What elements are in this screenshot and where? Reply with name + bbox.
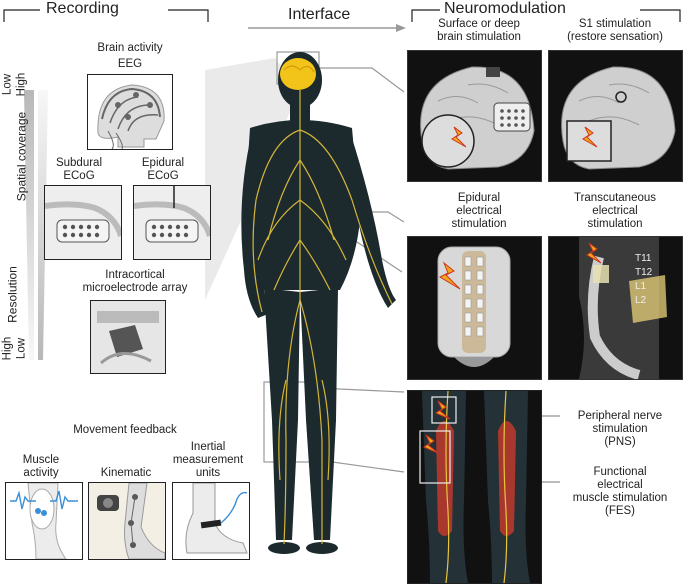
emg-leg-icon [10, 483, 78, 559]
subdural-label: Subdural [55, 157, 103, 169]
intracortical-image [90, 300, 166, 374]
muscle-activity-image [5, 482, 83, 560]
pns-label-2: stimulation [592, 423, 648, 435]
subdural-ecog-label: ECoG [63, 170, 95, 182]
inertial-image [172, 482, 250, 560]
fes-label-2: electrical [597, 479, 643, 491]
vertebra-label-t12: T12 [635, 267, 653, 278]
transcutaneous-label-2: electrical [592, 205, 638, 217]
pns-label-1: Peripheral nerve [577, 410, 663, 422]
vertebra-label-l1: L1 [635, 281, 647, 292]
epidural-ecog-image [133, 185, 211, 260]
inertial-label-1: Inertial [190, 441, 226, 453]
epidural-stim-label-2: electrical [456, 205, 502, 217]
imu-foot-icon [185, 483, 248, 554]
transcutaneous-panel: T11 T12 L1 L2 [548, 236, 683, 380]
pns-label-3: (PNS) [604, 436, 636, 448]
fes-label-1: Functional [593, 466, 647, 478]
spinal-electrode-image [437, 246, 511, 367]
kinematic-image [88, 482, 166, 560]
fes-label-4: (FES) [604, 505, 636, 517]
fes-label-3: muscle stimulation [572, 492, 668, 504]
leg-stim-panel [407, 390, 542, 584]
spine-transcutaneous-image [579, 237, 667, 379]
interface-header: Interface [288, 6, 351, 23]
brain-activity-label: Brain activity [97, 42, 163, 54]
brain-stimulation-image [420, 66, 535, 170]
s1-stim-panel [548, 50, 683, 182]
vertebra-label-t11: T11 [635, 253, 652, 264]
eeg-label: EEG [117, 58, 143, 70]
inertial-label-2: measurement [172, 454, 244, 466]
epidural-stim-label-1: Epidural [457, 192, 501, 204]
subdural-ecog-image [44, 185, 122, 260]
surface-brain-label-2: brain stimulation [437, 31, 521, 43]
transcutaneous-label-3: stimulation [587, 218, 643, 230]
recording-header: Recording [46, 0, 119, 17]
s1-stimulation-image [561, 66, 676, 170]
leg-stimulation-image [419, 391, 530, 583]
muscle-activity-label-2: activity [23, 467, 59, 479]
kinematic-markers-icon [89, 483, 165, 559]
vertebra-label-l2: L2 [635, 295, 647, 306]
ecog-grid-icon [45, 186, 121, 259]
movement-feedback-title: Movement feedback [73, 424, 177, 436]
microelectrode-array-icon [91, 301, 165, 373]
epidural-stim-label-3: stimulation [451, 218, 507, 230]
intracortical-label-1: Intracortical [105, 269, 165, 281]
eeg-image [87, 74, 173, 150]
s1-stim-label-2: (restore sensation) [567, 31, 663, 43]
surface-brain-label-1: Surface or deep [438, 18, 520, 30]
kinematic-label: Kinematic [100, 467, 152, 479]
inertial-label-3: units [195, 467, 221, 479]
nerve-network [252, 90, 393, 545]
s1-stim-label-1: S1 stimulation [578, 18, 652, 30]
epidural-stim-panel [407, 236, 542, 380]
intracortical-label-2: microelectrode array [82, 282, 188, 294]
epidural-ecog-label: ECoG [147, 170, 179, 182]
ecog-grid-icon [134, 186, 210, 259]
body-silhouette [241, 52, 396, 554]
surface-brain-panel [407, 50, 542, 182]
brain-icon [280, 58, 316, 90]
neuromodulation-header: Neuromodulation [444, 0, 566, 17]
transcutaneous-label-1: Transcutaneous [573, 192, 657, 204]
epidural-label: Epidural [141, 157, 185, 169]
muscle-activity-label-1: Muscle [22, 454, 60, 466]
eeg-cap-icon [97, 84, 165, 149]
